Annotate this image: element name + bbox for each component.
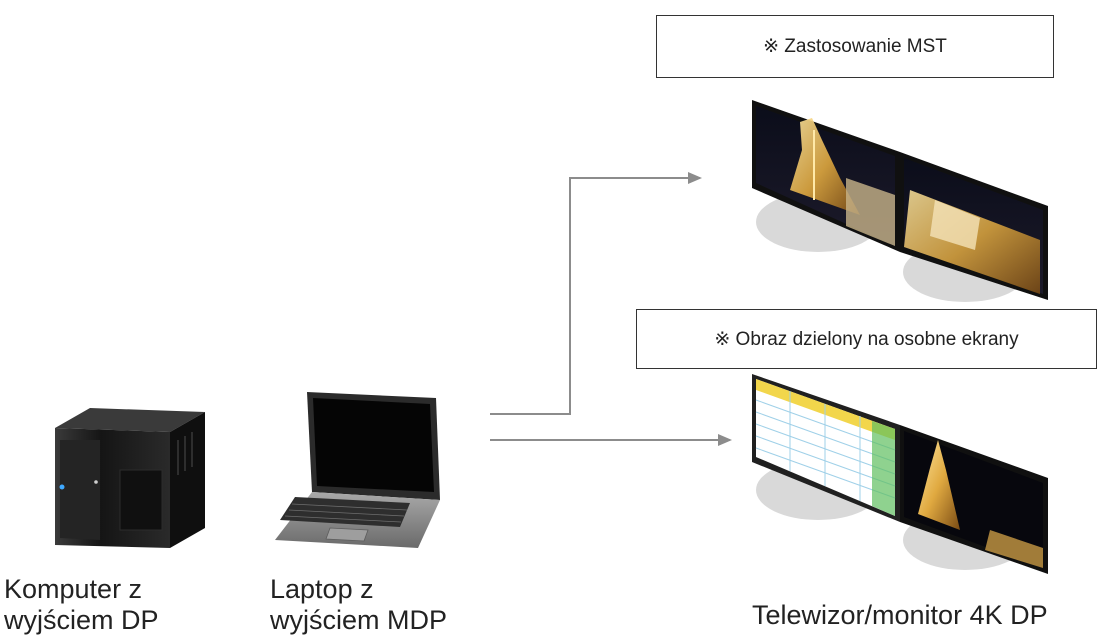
split-monitor-right <box>900 425 1048 574</box>
split-screen-caption-box: ※ Obraz dzielony na osobne ekrany <box>636 309 1097 369</box>
split-monitor-left <box>752 374 900 522</box>
desktop-computer-icon <box>55 408 205 548</box>
mst-monitor-right <box>900 152 1048 302</box>
tv-monitor-label: Telewizor/monitor 4K DP <box>752 600 1048 630</box>
laptop-label: Laptop z wyjściem MDP <box>270 574 448 635</box>
split-screen-caption-text: ※ Obraz dzielony na osobne ekrany <box>714 328 1019 350</box>
mst-connection-arrow <box>490 172 702 415</box>
computer-label: Komputer z wyjściem DP <box>4 574 159 635</box>
mst-caption-text: ※ Zastosowanie MST <box>763 36 947 57</box>
mst-monitor-left <box>752 100 900 252</box>
laptop-icon <box>275 392 440 548</box>
mst-caption-box: ※ Zastosowanie MST <box>656 15 1054 78</box>
